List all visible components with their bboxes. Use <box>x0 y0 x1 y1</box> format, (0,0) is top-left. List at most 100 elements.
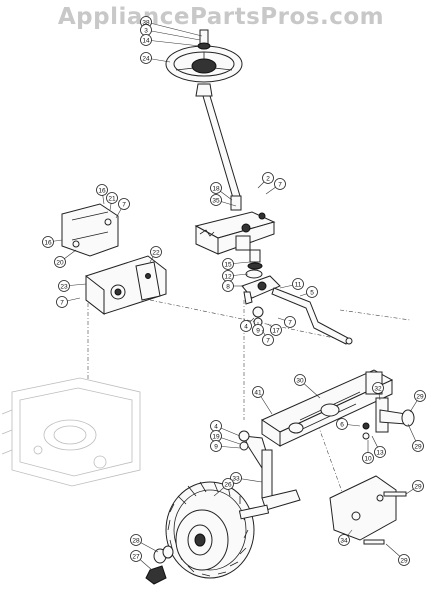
callout-circle <box>140 52 152 64</box>
callout-3: 24 <box>140 52 171 64</box>
callout-circle <box>140 34 152 46</box>
callout-29: 29 <box>409 390 426 413</box>
callout-label: 9 <box>214 443 218 450</box>
callout-label: 22 <box>152 249 160 256</box>
drag-link <box>271 287 353 345</box>
callout-circle <box>412 480 424 492</box>
steering-support-bracket <box>194 211 276 255</box>
callout-label: 6 <box>340 421 344 428</box>
callout-label: 9 <box>256 327 260 334</box>
callout-label: 4 <box>244 323 248 330</box>
callout-20: 5 <box>299 286 318 298</box>
callout-circle <box>106 192 118 204</box>
steering-shaft <box>202 95 242 211</box>
callout-label: 20 <box>56 259 64 266</box>
mower-frame-ghost <box>1 377 141 487</box>
callout-18: 8 <box>222 280 244 292</box>
callout-32: 10 <box>362 440 374 464</box>
callout-label: 30 <box>296 377 304 384</box>
callout-42: 29 <box>405 480 424 495</box>
callout-11: 16 <box>42 236 63 248</box>
callout-label: 5 <box>310 289 314 296</box>
callout-label: 12 <box>224 273 232 280</box>
callout-label: 24 <box>142 55 150 62</box>
callout-label: 21 <box>108 195 116 202</box>
callout-label: 29 <box>414 443 422 450</box>
callout-label: 2 <box>266 175 270 182</box>
callout-2: 14 <box>140 34 201 47</box>
callout-label: 13 <box>376 449 384 456</box>
callout-circle <box>262 172 274 184</box>
callout-label: 32 <box>374 385 382 392</box>
callout-label: 7 <box>266 337 270 344</box>
callout-circle <box>222 478 234 490</box>
callout-label: 27 <box>132 553 140 560</box>
callout-16: 15 <box>222 258 251 270</box>
callout-circle <box>362 452 374 464</box>
callout-38: 26 <box>213 478 234 497</box>
callout-circle <box>96 184 108 196</box>
callout-label: 8 <box>226 283 230 290</box>
callout-label: 28 <box>132 537 140 544</box>
steering-gear-parts <box>241 249 281 327</box>
callout-label: 33 <box>232 475 240 482</box>
callout-circle <box>398 554 410 566</box>
callout-37: 33 <box>230 472 263 484</box>
callout-41: 34 <box>338 529 353 546</box>
callout-14: 23 <box>58 280 87 292</box>
callout-label: 29 <box>400 557 408 564</box>
callout-circle <box>252 386 264 398</box>
callout-39: 28 <box>130 534 159 553</box>
callout-label: 16 <box>44 239 52 246</box>
callout-circle <box>222 280 234 292</box>
callout-label: 7 <box>60 299 64 306</box>
callout-1: 3 <box>140 24 201 41</box>
callout-circle <box>274 178 286 190</box>
callout-17: 12 <box>222 270 249 282</box>
callout-circle <box>270 324 282 336</box>
steering-wheel <box>165 29 243 97</box>
callout-circle <box>118 198 130 210</box>
callout-label: 14 <box>142 37 150 44</box>
callout-label: 29 <box>416 393 424 400</box>
callout-circle <box>222 258 234 270</box>
callout-21: 4 <box>240 317 255 332</box>
callout-label: 7 <box>288 319 292 326</box>
callout-label: 18 <box>212 185 220 192</box>
callout-28: 32 <box>372 382 384 401</box>
callout-label: 15 <box>224 261 232 268</box>
callout-label: 38 <box>142 19 150 26</box>
callout-circle <box>252 324 264 336</box>
callout-label: 4 <box>214 423 218 430</box>
pivot-bracket <box>85 255 167 316</box>
front-axle <box>260 369 394 447</box>
callout-36: 9 <box>210 440 241 452</box>
callout-leader-line <box>145 29 201 41</box>
callout-label: 41 <box>254 389 262 396</box>
callout-4: 2 <box>257 172 274 189</box>
callout-label: 26 <box>224 481 232 488</box>
callout-leader-line <box>145 21 203 37</box>
callout-9: 21 <box>106 192 118 211</box>
callout-label: 16 <box>98 187 106 194</box>
callout-circle <box>230 472 242 484</box>
callout-circle <box>210 182 222 194</box>
callout-circle <box>150 246 162 258</box>
callout-label: 7 <box>122 201 126 208</box>
callout-circle <box>240 320 252 332</box>
callout-label: 3 <box>144 27 148 34</box>
axle-mount-plate <box>329 475 407 545</box>
right-spindle <box>362 397 415 440</box>
callout-circle <box>56 296 68 308</box>
callout-31: 29 <box>407 423 424 452</box>
callout-circle <box>130 550 142 562</box>
callout-circle <box>372 382 384 394</box>
callout-8: 16 <box>96 184 108 205</box>
callout-label: 17 <box>272 327 280 334</box>
callout-15: 7 <box>56 296 81 308</box>
callout-35: 19 <box>210 430 241 445</box>
callout-circle <box>374 446 386 458</box>
callout-label: 34 <box>340 537 348 544</box>
